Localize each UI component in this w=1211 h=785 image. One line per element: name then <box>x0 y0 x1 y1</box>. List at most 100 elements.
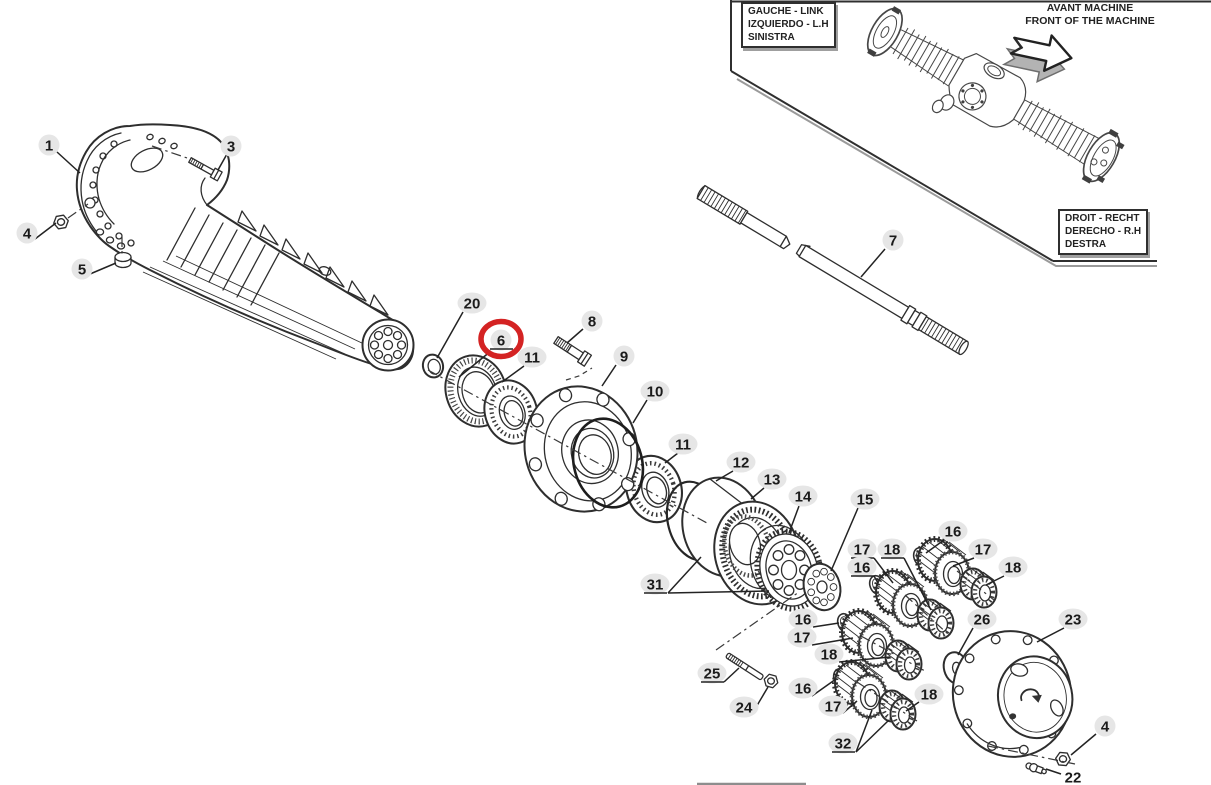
callout-capsule <box>757 468 787 490</box>
callout-capsule <box>729 696 759 718</box>
callout-leader-line <box>1036 627 1065 643</box>
callout-capsule <box>967 608 997 630</box>
callout-capsule <box>726 451 756 473</box>
callout-capsule <box>220 135 242 157</box>
callout-17: 17 <box>952 538 998 567</box>
callout-8: 8 <box>566 310 603 344</box>
callout-leader-line <box>905 701 920 712</box>
callout-capsule <box>788 608 818 630</box>
callout-capsule <box>640 573 670 595</box>
callout-capsule <box>877 538 907 560</box>
callout-6: 6 <box>458 318 524 378</box>
callout-number: 17 <box>794 630 811 647</box>
callout-number: 17 <box>825 699 842 716</box>
front-label-line-2: FRONT OF THE MACHINE <box>1025 14 1155 27</box>
callout-leader-line <box>925 539 945 554</box>
callout-17: 17 <box>818 695 858 717</box>
callout-capsule <box>787 626 817 648</box>
callout-17: 17 <box>787 626 854 648</box>
callout-capsule <box>882 229 904 251</box>
callout-number: 16 <box>854 560 871 577</box>
callout-capsule <box>581 310 603 332</box>
callout-leader-line <box>667 590 770 594</box>
callout-number: 12 <box>733 455 750 472</box>
callout-18: 18 <box>877 538 932 611</box>
callout-number: 13 <box>764 472 781 489</box>
callout-20: 20 <box>436 292 487 359</box>
front-of-machine-label: AVANT MACHINE FRONT OF THE MACHINE <box>1005 2 1175 27</box>
callout-capsule <box>16 222 38 244</box>
callout-number: 4 <box>23 226 32 243</box>
callout-16: 16 <box>788 677 837 699</box>
callout-number: 16 <box>945 524 962 541</box>
part-15-thrust-plate <box>802 562 842 612</box>
part-20-collar <box>421 353 445 379</box>
callout-16: 16 <box>925 520 968 554</box>
callout-capsule <box>818 695 848 717</box>
callout-5: 5 <box>71 258 117 280</box>
left-box-line-3: SINISTRA <box>748 31 795 43</box>
callout-number: 5 <box>78 262 86 279</box>
center-lines <box>67 145 1076 765</box>
callout-32: 32 <box>828 709 890 754</box>
right-box-line-1: DROIT - RECHT <box>1065 213 1140 224</box>
part-18-roller-bearing-mid <box>886 641 922 680</box>
callout-capsule <box>814 643 844 665</box>
callout-leader-line <box>811 637 854 646</box>
callout-22: 22 <box>1045 768 1081 785</box>
callout-leader-line <box>217 153 228 171</box>
callout-capsule <box>457 292 487 314</box>
part-23-hub-cover <box>951 630 1074 758</box>
callout-leader-line <box>873 575 879 584</box>
callout-leader-line <box>89 262 117 275</box>
callout-16: 16 <box>788 608 840 630</box>
callout-number: 31 <box>647 577 664 594</box>
callout-leader-line <box>811 678 837 697</box>
part-22-fitting <box>1025 762 1047 775</box>
callout-leader-line <box>56 151 81 174</box>
callout-leader-line <box>830 507 859 572</box>
callout-capsule <box>38 134 60 156</box>
callout-leader-line <box>750 487 765 500</box>
callout-18: 18 <box>985 556 1028 586</box>
callout-9: 9 <box>601 345 635 387</box>
callout-12: 12 <box>715 451 756 482</box>
part-3-bolt <box>188 157 223 182</box>
callout-number: 16 <box>795 612 812 629</box>
callout-leader-line <box>985 575 1005 586</box>
callout-capsule <box>668 433 698 455</box>
callout-capsule <box>640 380 670 402</box>
right-box-line-3: DESTRA <box>1065 238 1107 250</box>
callout-24: 24 <box>729 686 769 718</box>
callout-capsule <box>914 683 944 705</box>
callout-capsule <box>71 258 93 280</box>
callout-4: 4 <box>16 222 57 244</box>
callout-capsule <box>998 556 1028 578</box>
callout-capsule <box>788 677 818 699</box>
callout-leader-line <box>566 328 584 344</box>
callout-leader-line <box>788 505 800 534</box>
part-25-stud <box>725 652 764 681</box>
callout-leader-line <box>903 557 932 611</box>
callout-leader-line <box>34 222 57 240</box>
part-8-bolt <box>553 335 593 367</box>
callout-3: 3 <box>217 135 242 171</box>
callout-number: 9 <box>620 349 628 366</box>
callout-18: 18 <box>814 643 891 665</box>
callout-leader-line <box>436 311 464 359</box>
callout-leader-line <box>715 470 734 482</box>
callout-number: 18 <box>1005 560 1022 577</box>
part-7-axle-shaft <box>696 184 969 356</box>
callout-number: 17 <box>854 542 871 559</box>
callout-leader-line <box>860 248 886 278</box>
callout-number: 1 <box>45 138 53 155</box>
part-5-plug <box>114 251 132 269</box>
callout-leader-line <box>458 350 492 378</box>
callout-capsule <box>490 329 512 351</box>
part-10-oring <box>571 417 645 509</box>
callout-4: 4 <box>1070 715 1116 756</box>
left-box-line-2: IZQUIERDO - L.H <box>748 18 829 30</box>
callout-capsule <box>1094 715 1116 737</box>
right-side-label-box: DROIT - RECHT DERECHO - R.H DESTRA <box>1058 209 1149 256</box>
